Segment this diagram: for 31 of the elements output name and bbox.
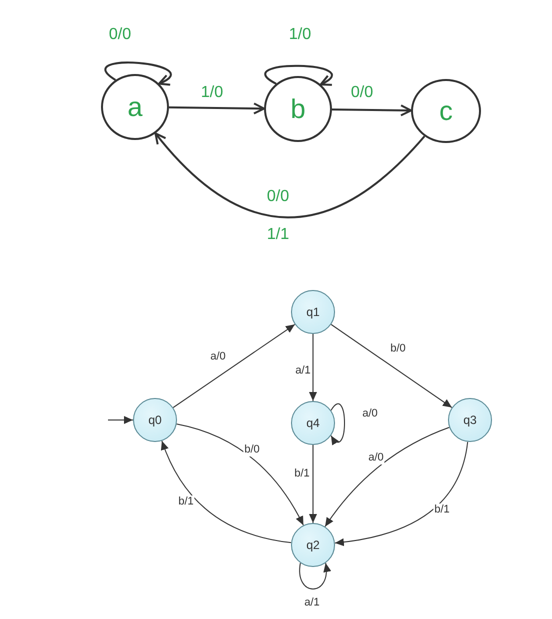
arrow — [330, 324, 452, 408]
arrow — [299, 562, 330, 590]
arrow — [104, 62, 172, 85]
arrow — [324, 426, 450, 528]
edge-label: b/0 — [243, 444, 261, 456]
arrow — [309, 444, 317, 524]
arrow — [161, 440, 292, 544]
state-circle: q1 — [291, 290, 335, 334]
edge-label: 1/0 — [288, 27, 312, 43]
edge-label: 1/0 — [200, 85, 224, 101]
arrow — [108, 416, 134, 424]
arrow — [334, 441, 468, 546]
state-circle: q4 — [291, 401, 335, 445]
arrow — [264, 64, 333, 86]
edge-label: a/0 — [367, 452, 385, 464]
arrow — [168, 102, 265, 114]
arrow — [172, 324, 296, 408]
state-circle: q2 — [291, 523, 335, 567]
edge-label: 0/0 — [108, 27, 132, 43]
state-circle: c — [411, 79, 481, 143]
arrow — [330, 403, 345, 446]
arrow — [154, 132, 426, 218]
state-circle: q0 — [133, 398, 177, 442]
edge-label: 0/0 — [350, 85, 374, 101]
state-circle: q3 — [448, 398, 492, 442]
edge-label: 0/0 1/1 — [266, 187, 290, 245]
arrow — [332, 104, 412, 116]
state-circle: b — [264, 76, 332, 142]
arrow — [309, 334, 317, 402]
state-circle: a — [101, 74, 169, 140]
arrow — [176, 424, 304, 526]
